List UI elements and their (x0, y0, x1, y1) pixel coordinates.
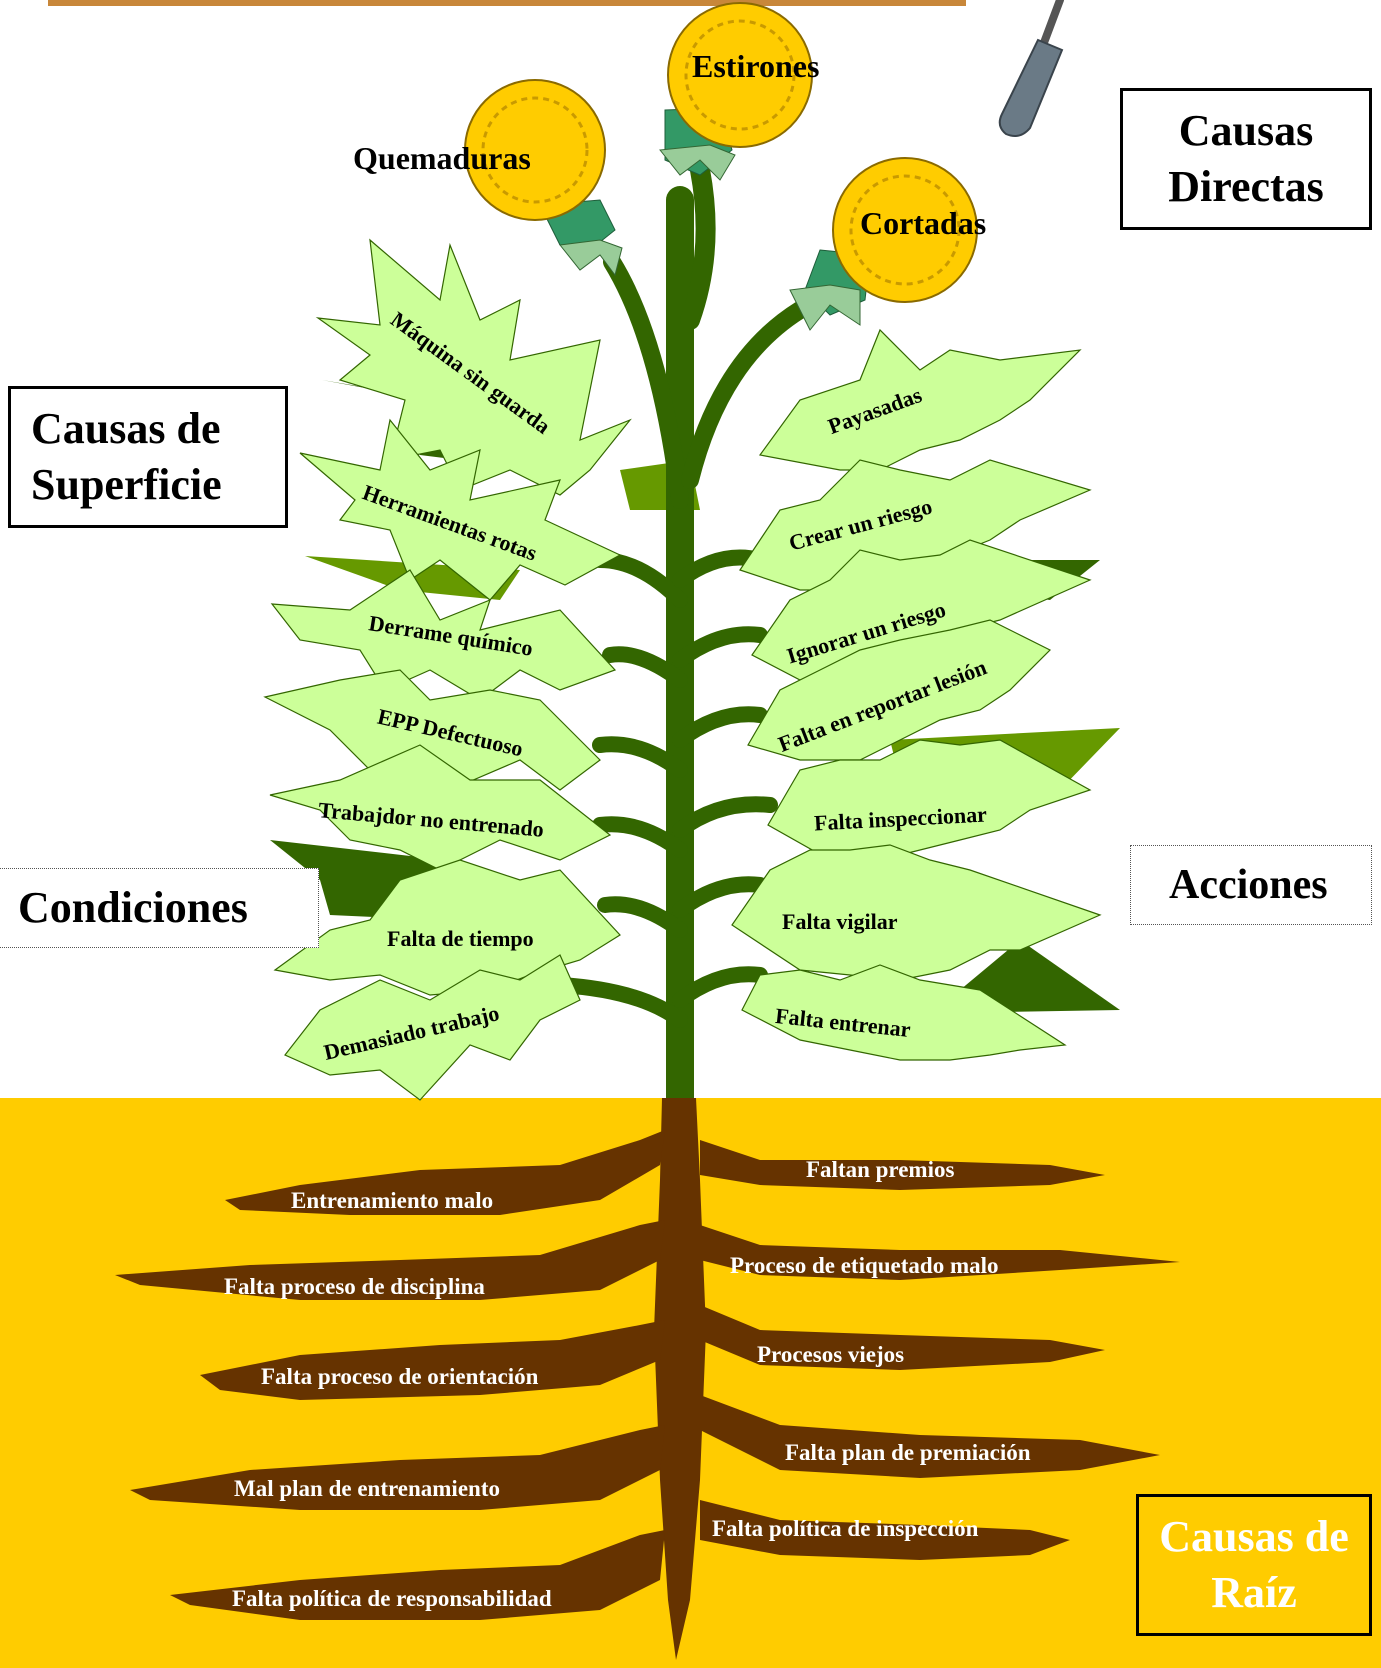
roots (115, 1098, 1180, 1660)
root-label-right: Falta plan de premiación (785, 1440, 1031, 1465)
flower-label-3: Cortadas (860, 205, 987, 241)
right-leaves (731, 328, 1102, 1061)
root-label-right: Procesos viejos (757, 1342, 905, 1367)
leaf-shape (270, 569, 617, 701)
conditions-box: Condiciones (0, 868, 319, 948)
root-causes-label: Causas de Raíz (1159, 1512, 1349, 1617)
root-branch (700, 1225, 1180, 1280)
root-label-left: Falta política de responsabilidad (232, 1586, 552, 1611)
root-label-right: Falta política de inspección (712, 1516, 979, 1541)
direct-causes-label: Causas Directas (1168, 106, 1324, 211)
leaf-label-right: Falta vigilar (782, 909, 898, 934)
root-branch (200, 1320, 665, 1400)
direct-causes-box: Causas Directas (1120, 88, 1372, 230)
flower-1 (464, 79, 623, 277)
leaf-shape (315, 238, 632, 496)
root-label-left: Falta proceso de disciplina (224, 1274, 485, 1299)
root-causes-box: Causas de Raíz (1136, 1494, 1372, 1636)
surface-causes-box: Causas de Superficie (8, 386, 288, 528)
root-branch (700, 1140, 1105, 1190)
screwdriver-icon (998, 0, 1064, 137)
top-border-bar (48, 0, 966, 6)
leaf-label-left: Falta de tiempo (387, 926, 534, 951)
leaf-shape (299, 418, 622, 601)
root-label-left: Falta proceso de orientación (261, 1364, 539, 1389)
flower-3 (789, 157, 978, 331)
root-branch (115, 1220, 665, 1300)
flower-label-1: Quemaduras (353, 140, 531, 176)
root-label-left: Entrenamiento malo (291, 1188, 494, 1213)
root-label-left: Mal plan de entrenamiento (234, 1476, 500, 1501)
left-leaves (263, 238, 632, 1101)
root-branch (130, 1425, 665, 1510)
leaf-shape (758, 328, 1082, 471)
root-label-right: Faltan premios (806, 1157, 955, 1182)
flower-label-2: Estirones (692, 48, 820, 84)
leaf-shape (747, 619, 1052, 761)
leaf-shape (269, 744, 612, 871)
leaf-shape (273, 859, 621, 996)
dark-leaf (960, 940, 1120, 1012)
root-branch (700, 1500, 1070, 1560)
root-label-right: Proceso de etiquetado malo (730, 1253, 999, 1278)
flower-2 (659, 2, 813, 181)
main-root (654, 1098, 706, 1660)
leaf-shape (741, 964, 1067, 1061)
actions-label: Acciones (1169, 862, 1328, 908)
root-branch (700, 1305, 1105, 1370)
leaf-shape (284, 954, 581, 1101)
surface-causes-label: Causas de Superficie (31, 404, 222, 509)
conditions-label: Condiciones (18, 883, 248, 932)
root-branch (225, 1130, 665, 1215)
root-branch (170, 1530, 665, 1620)
stem (552, 160, 809, 1112)
root-branch (700, 1395, 1160, 1478)
actions-box: Acciones (1130, 845, 1372, 925)
